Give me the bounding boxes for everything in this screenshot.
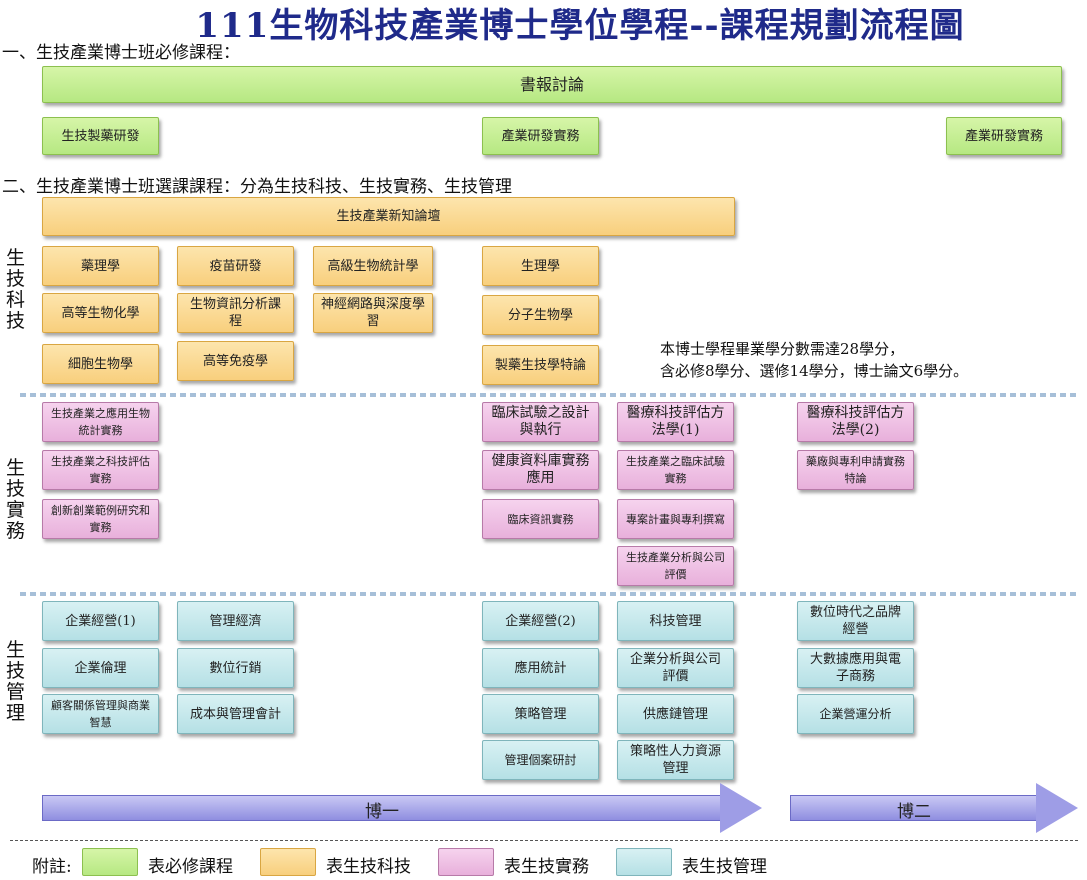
prac-course: 生技產業分析與公司評價 — [617, 546, 734, 586]
sci-course: 細胞生物學 — [42, 344, 159, 384]
prac-course: 醫療科技評估方法學(1) — [617, 402, 734, 442]
mgmt-course: 企業分析與公司評價 — [617, 648, 734, 688]
mgmt-course: 管理經濟 — [177, 601, 294, 641]
sci-course: 藥理學 — [42, 246, 159, 286]
year1-arrow: 博一 — [42, 783, 762, 833]
mgmt-course: 企業經營(1) — [42, 601, 159, 641]
mgmt-course: 數位行銷 — [177, 648, 294, 688]
legend-swatch-mgmt — [616, 848, 672, 876]
mgmt-course: 管理個案研討 — [482, 740, 599, 780]
year2-label: 博二 — [897, 802, 931, 822]
mgmt-course: 大數據應用與電子商務 — [797, 648, 914, 688]
mgmt-course: 數位時代之品牌經營 — [797, 601, 914, 641]
arrow-head-icon — [720, 783, 762, 833]
sci-course: 神經網路與深度學習 — [313, 293, 433, 333]
sci-course: 分子生物學 — [482, 295, 599, 335]
legend-text: 表必修課程 — [148, 857, 233, 877]
mgmt-course: 策略性人力資源管理 — [617, 740, 734, 780]
legend-divider — [10, 840, 1078, 841]
section-required-heading: 一、生技產業博士班必修課程： — [2, 43, 240, 63]
prac-course: 臨床資訊實務 — [482, 499, 599, 539]
prac-course: 生技產業之應用生物統計實務 — [42, 402, 159, 442]
page-title: 111生物科技產業博士學位學程--課程規劃流程圖 — [195, 6, 965, 46]
prac-course: 健康資料庫實務應用 — [482, 450, 599, 490]
side-label-sci: 生技科技 — [6, 247, 26, 332]
divider — [20, 393, 1080, 397]
legend-swatch-sci — [260, 848, 316, 876]
legend-text: 表生技實務 — [504, 857, 589, 877]
prac-course: 臨床試驗之設計與執行 — [482, 402, 599, 442]
required-course: 產業研發實務 — [482, 117, 599, 155]
sci-course: 高級生物統計學 — [313, 246, 433, 286]
side-label-prac: 生技實務 — [6, 457, 26, 542]
sci-course: 疫苗研發 — [177, 246, 294, 286]
sci-course: 高等生物化學 — [42, 293, 159, 333]
mgmt-course: 企業倫理 — [42, 648, 159, 688]
sci-course: 高等免疫學 — [177, 341, 294, 381]
mgmt-course: 供應鏈管理 — [617, 694, 734, 734]
mgmt-course: 顧客關係管理與商業智慧 — [42, 694, 159, 734]
mgmt-course: 企業經營(2) — [482, 601, 599, 641]
side-label-mgmt: 生技管理 — [6, 639, 26, 724]
prac-course: 生技產業之科技評估實務 — [42, 450, 159, 490]
divider — [20, 592, 1080, 596]
sci-course: 生物資訊分析課程 — [177, 293, 294, 333]
year2-arrow: 博二 — [790, 783, 1078, 833]
legend-text: 表生技管理 — [682, 857, 767, 877]
legend-swatch-prac — [438, 848, 494, 876]
mgmt-course: 成本與管理會計 — [177, 694, 294, 734]
arrow-head-icon — [1036, 783, 1078, 833]
section-elective-heading: 二、生技產業博士班選課課程：分為生技科技、生技實務、生技管理 — [2, 177, 512, 197]
mgmt-course: 應用統計 — [482, 648, 599, 688]
prac-course: 醫療科技評估方法學(2) — [797, 402, 914, 442]
required-course: 產業研發實務 — [946, 117, 1062, 155]
legend-text: 表生技科技 — [326, 857, 411, 877]
sci-course: 生理學 — [482, 246, 599, 286]
sci-course: 製藥生技學特論 — [482, 345, 599, 385]
credits-note-line2: 含必修8學分、選修14學分，博士論文6學分。 — [660, 362, 969, 380]
prac-course: 藥廠與專利申請實務特論 — [797, 450, 914, 490]
forum-bar: 生技產業新知論壇 — [42, 197, 735, 236]
legend-swatch-required — [82, 848, 138, 876]
legend-label: 附註: — [32, 857, 72, 877]
mgmt-course: 企業營運分析 — [797, 694, 914, 734]
prac-course: 創新創業範例研究和實務 — [42, 499, 159, 539]
required-course: 生技製藥研發 — [42, 117, 159, 155]
year1-label: 博一 — [365, 802, 399, 822]
required-seminar-bar: 書報討論 — [42, 66, 1062, 103]
credits-note-line1: 本博士學程畢業學分數需達28學分， — [660, 340, 905, 358]
prac-course: 生技產業之臨床試驗實務 — [617, 450, 734, 490]
mgmt-course: 科技管理 — [617, 601, 734, 641]
mgmt-course: 策略管理 — [482, 694, 599, 734]
prac-course: 專案計畫與專利撰寫 — [617, 499, 734, 539]
